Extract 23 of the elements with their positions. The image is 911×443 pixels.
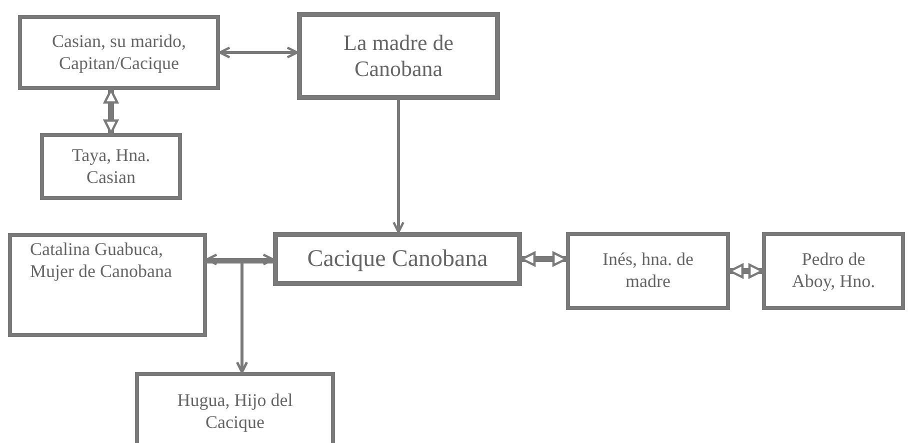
arrow [728,264,764,278]
arrow [104,88,118,134]
person-box [18,15,220,90]
person-name: Catalina Guabuca, Mujer de Canobana [30,239,173,282]
person-box [273,232,522,286]
person-name: Inés, hna. de madre [602,249,694,293]
person-box [566,232,730,310]
person-box [762,232,905,310]
arrow [236,260,273,374]
person-box [40,133,182,200]
arrow [392,100,404,234]
person-box [135,372,335,443]
person-box [8,233,207,337]
arrow [520,252,568,266]
person-name: Pedro de Aboy, Hno. [790,249,876,293]
person-name: La madre de Canobana [342,30,454,82]
arrow [206,254,274,266]
arrow [218,46,298,58]
person-name: Cacique Canobana [307,244,488,274]
person-name: Hugua, Hijo del Cacique [176,390,294,434]
person-box [297,12,500,100]
person-name: Casian, su marido, Capitan/Cacique [51,30,187,74]
person-name: Taya, Hna. Casian [70,144,152,188]
